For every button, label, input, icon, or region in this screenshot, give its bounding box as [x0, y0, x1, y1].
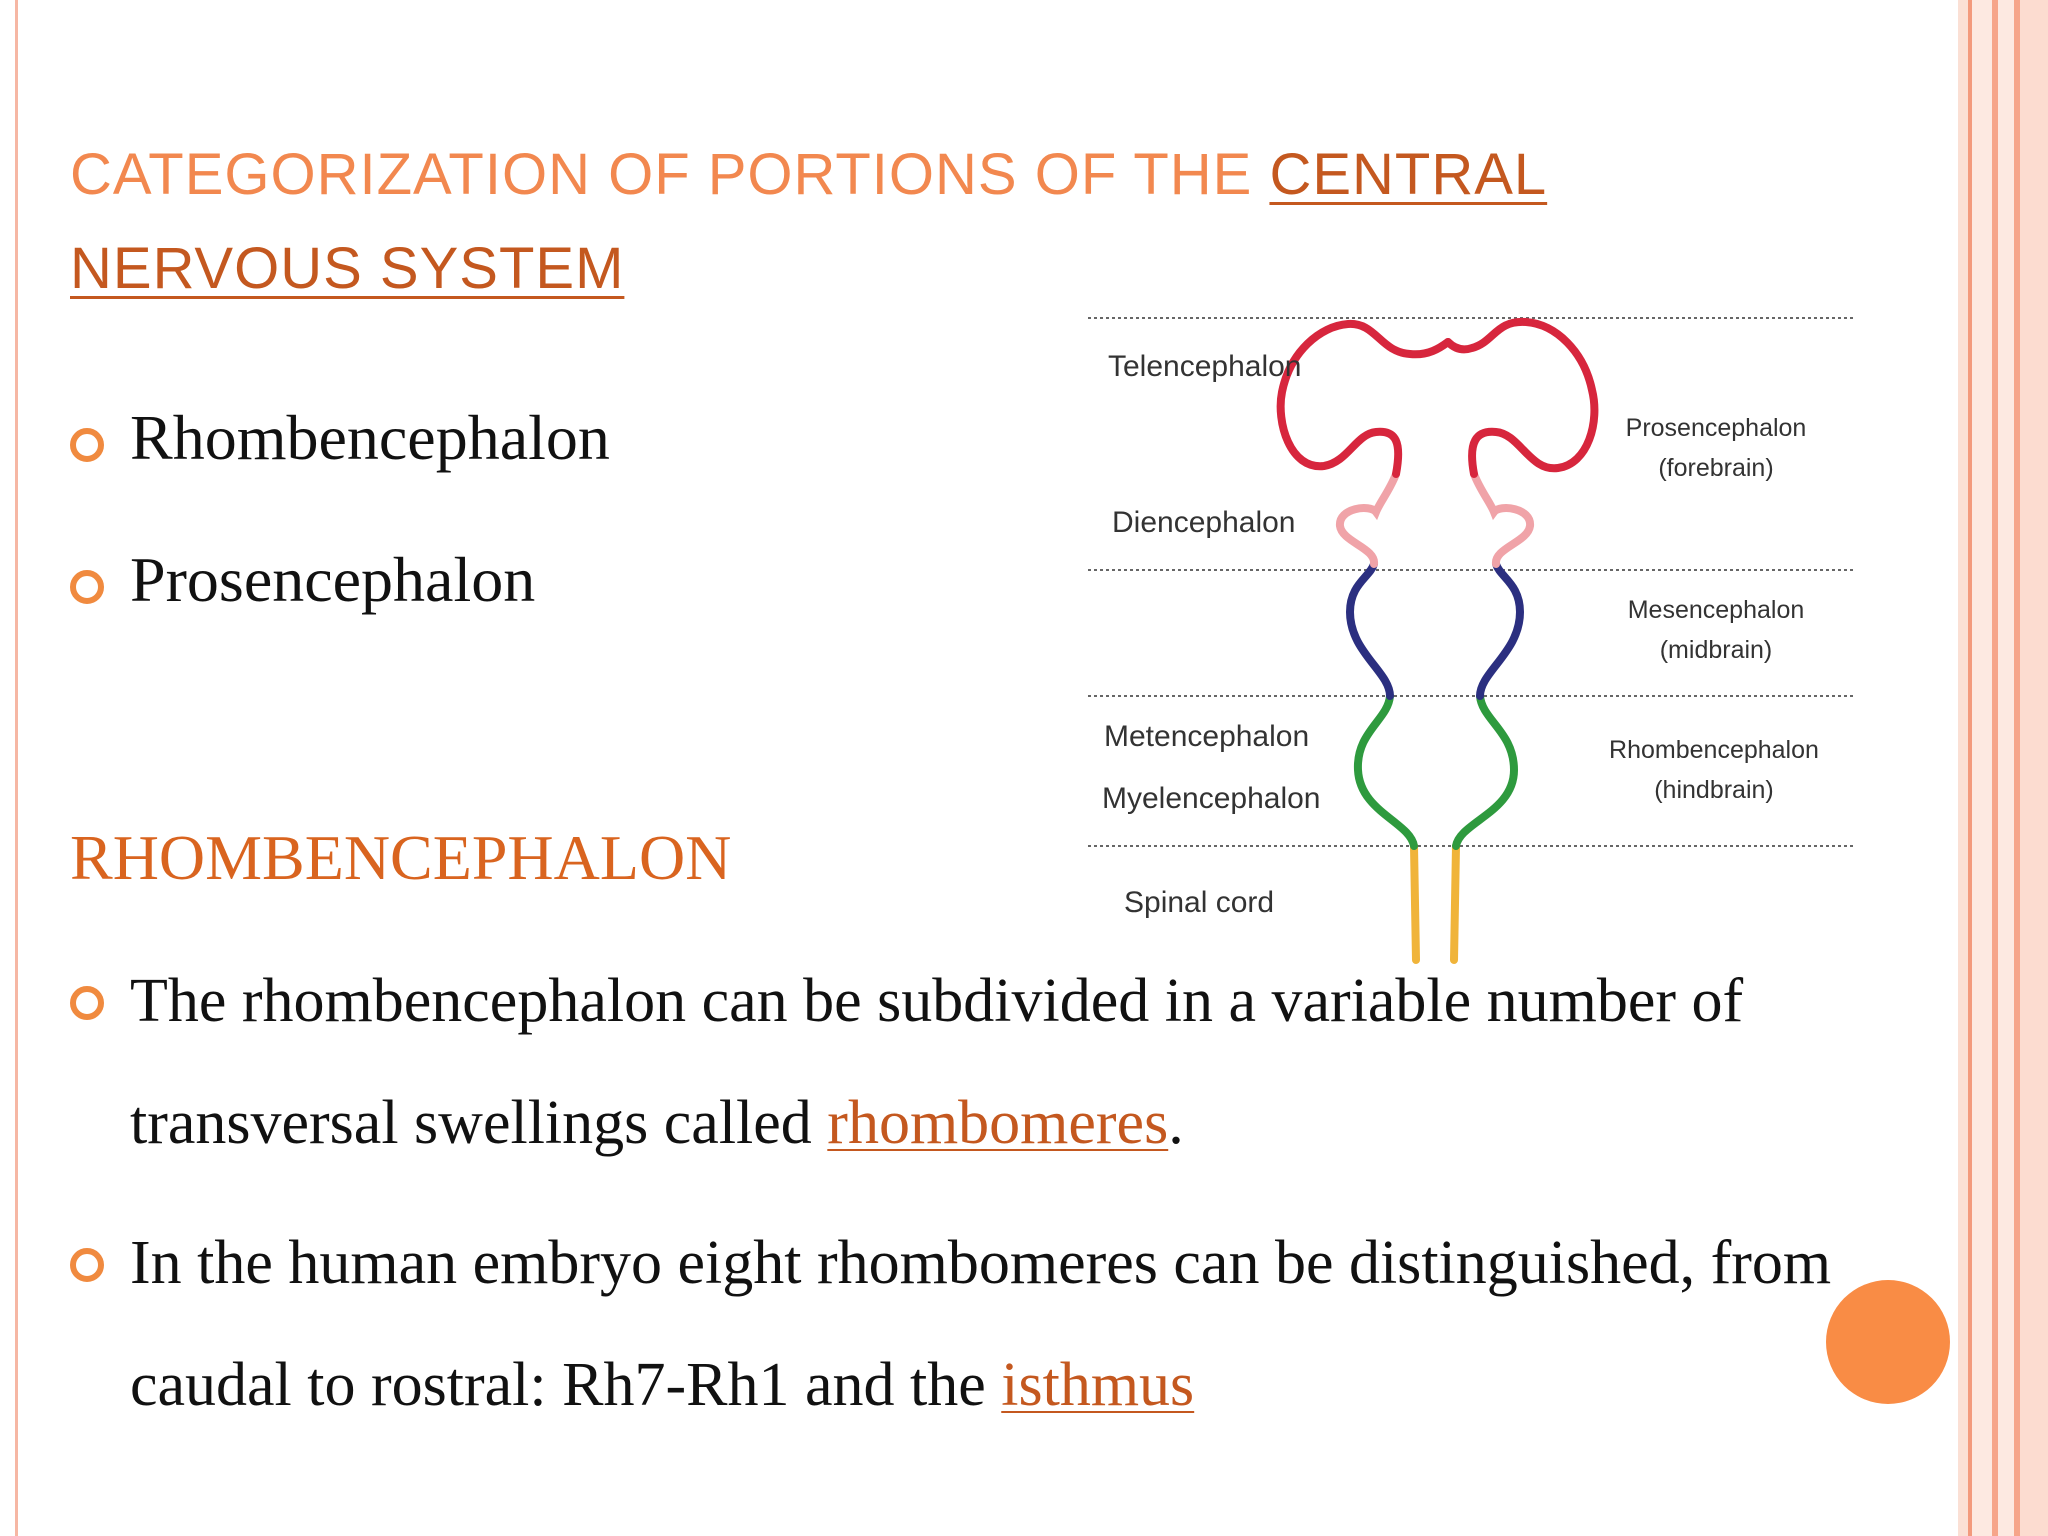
spinal-cord-left-wall: [1410, 842, 1420, 964]
label-telencephalon: Telencephalon: [1108, 350, 1302, 383]
isthmus-link[interactable]: isthmus: [1001, 1351, 1195, 1419]
paragraph-text: The rhombencephalon can be subdivided in…: [130, 940, 1930, 1184]
diencephalon-left-wall: [1336, 470, 1400, 568]
right-decor-band: [1992, 0, 1998, 1536]
right-decor-band: [2014, 0, 2020, 1536]
right-decor-band: [1968, 0, 1972, 1536]
telencephalon-left-hemisphere: [1276, 319, 1452, 478]
brain-regions-diagram: Telencephalon Diencephalon Metencephalon…: [1088, 317, 1856, 964]
right-decor-band: [2020, 0, 2048, 1536]
nervous-system-link[interactable]: NERVOUS SYSTEM: [70, 236, 625, 301]
label-metencephalon: Metencephalon: [1104, 720, 1309, 753]
right-decor-band: [1958, 0, 1968, 1536]
right-decor-band: [1972, 0, 1992, 1536]
bullet-text: Rhombencephalon: [130, 402, 610, 473]
mesencephalon-left-wall: [1345, 560, 1394, 700]
label-diencephalon: Diencephalon: [1112, 506, 1295, 539]
mesencephalon-right-wall: [1476, 560, 1525, 700]
rhombomeres-link[interactable]: rhombomeres: [827, 1089, 1169, 1157]
label-hindbrain: (hindbrain): [1654, 776, 1774, 804]
paragraph-body: In the human embryo eight rhombomeres ca…: [130, 1229, 1832, 1419]
bullet-ring-icon: [70, 428, 104, 462]
label-rhombencephalon: Rhombencephalon: [1609, 736, 1819, 764]
label-myelencephalon: Myelencephalon: [1102, 782, 1320, 815]
telencephalon-right-hemisphere: [1444, 317, 1599, 478]
title-prefix: CATEGORIZATION OF PORTIONS OF THE: [70, 142, 1270, 207]
diencephalon-right-wall: [1470, 470, 1534, 568]
section-heading: RHOMBENCEPHALON: [70, 822, 732, 893]
label-forebrain: (forebrain): [1658, 454, 1773, 482]
slide-title: CATEGORIZATION OF PORTIONS OF THE CENTRA…: [70, 128, 1770, 316]
label-prosencephalon: Prosencephalon: [1626, 414, 1807, 442]
paragraph-suffix: .: [1168, 1089, 1184, 1157]
central-link[interactable]: CENTRAL: [1269, 142, 1548, 207]
rhombencephalon-right-wall: [1452, 692, 1519, 850]
label-spinal-cord: Spinal cord: [1124, 886, 1274, 919]
bullet-ring-icon: [70, 986, 104, 1020]
right-decor-band: [1998, 0, 2014, 1536]
bullet-ring-icon: [70, 570, 104, 604]
paragraph-text: In the human embryo eight rhombomeres ca…: [130, 1202, 1930, 1446]
left-border: [15, 0, 18, 1536]
label-midbrain: (midbrain): [1660, 636, 1773, 664]
label-mesencephalon: Mesencephalon: [1628, 596, 1805, 624]
bullet-text: Prosencephalon: [130, 544, 536, 615]
bullet-ring-icon: [70, 1248, 104, 1282]
paragraph-body: The rhombencephalon can be subdivided in…: [130, 967, 1744, 1157]
decorative-orb: [1826, 1280, 1950, 1404]
spinal-cord-right-wall: [1450, 842, 1460, 964]
rhombencephalon-left-wall: [1353, 692, 1418, 850]
